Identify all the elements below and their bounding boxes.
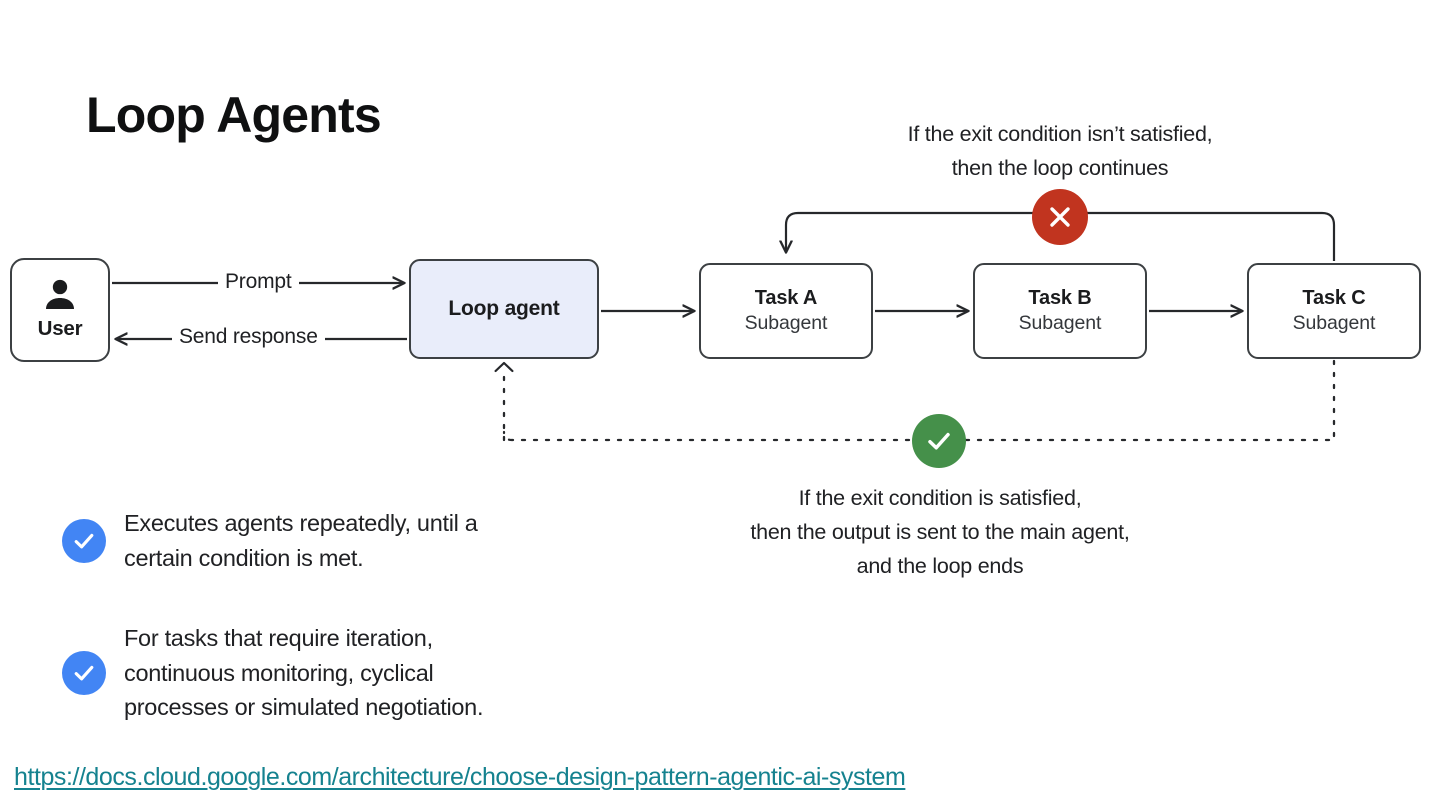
- node-user[interactable]: User: [10, 258, 110, 362]
- node-task-c-title: Task C: [1302, 286, 1366, 309]
- node-task-b-subtitle: Subagent: [1018, 312, 1102, 335]
- annotation-loop-continues-line1: If the exit condition isn’t satisfied,: [907, 122, 1213, 146]
- list-item: For tasks that require iteration, contin…: [62, 621, 662, 725]
- source-link[interactable]: https://docs.cloud.google.com/architectu…: [14, 763, 906, 791]
- edge-label-prompt: Prompt: [218, 270, 299, 294]
- node-user-label: User: [37, 317, 83, 340]
- person-icon: [46, 279, 74, 309]
- node-loop-agent-label: Loop agent: [448, 297, 560, 320]
- bullet-1-line-1: Executes agents repeatedly, until a: [124, 510, 478, 536]
- bullet-1-line-2: certain condition is met.: [124, 544, 364, 571]
- node-loop-agent[interactable]: Loop agent: [409, 259, 599, 359]
- node-task-b[interactable]: Task B Subagent: [973, 263, 1147, 359]
- page-title: Loop Agents: [86, 87, 382, 143]
- node-task-a-title: Task A: [754, 286, 818, 309]
- list-item: Executes agents repeatedly, until a cert…: [62, 506, 662, 575]
- edge-label-send-response: Send response: [172, 325, 325, 349]
- bullet-2-line-2: continuous monitoring, cyclical: [124, 659, 434, 686]
- list-item-text: Executes agents repeatedly, until a cert…: [124, 506, 478, 575]
- check-circle-icon: [928, 432, 950, 450]
- annotation-loop-continues: If the exit condition isn’t satisfied, t…: [800, 118, 1320, 186]
- annotation-loop-ends-line1: If the exit condition is satisfied,: [798, 486, 1082, 510]
- status-badge-pass: [912, 414, 966, 468]
- list-item-text: For tasks that require iteration, contin…: [124, 621, 483, 725]
- annotation-loop-continues-line2: then the loop continues: [951, 155, 1169, 180]
- check-circle-icon: [62, 650, 106, 695]
- bullet-2-line-1: For tasks that require iteration,: [124, 625, 433, 652]
- annotation-loop-ends-line3: and the loop ends: [856, 553, 1024, 578]
- status-badge-fail: [1032, 189, 1088, 245]
- node-task-a[interactable]: Task A Subagent: [699, 263, 873, 359]
- bullet-list: Executes agents repeatedly, until a cert…: [62, 506, 662, 771]
- x-circle-icon: [1050, 207, 1070, 227]
- node-task-b-title: Task B: [1028, 286, 1092, 309]
- node-task-c-subtitle: Subagent: [1292, 312, 1376, 335]
- annotation-loop-ends-line2: then the output is sent to the main agen…: [750, 519, 1130, 544]
- check-circle-icon: [62, 518, 106, 563]
- node-task-c[interactable]: Task C Subagent: [1247, 263, 1421, 359]
- node-task-a-subtitle: Subagent: [744, 312, 828, 335]
- annotation-loop-ends: If the exit condition is satisfied, then…: [680, 482, 1200, 584]
- bullet-2-line-3: processes or simulated negotiation.: [124, 694, 484, 721]
